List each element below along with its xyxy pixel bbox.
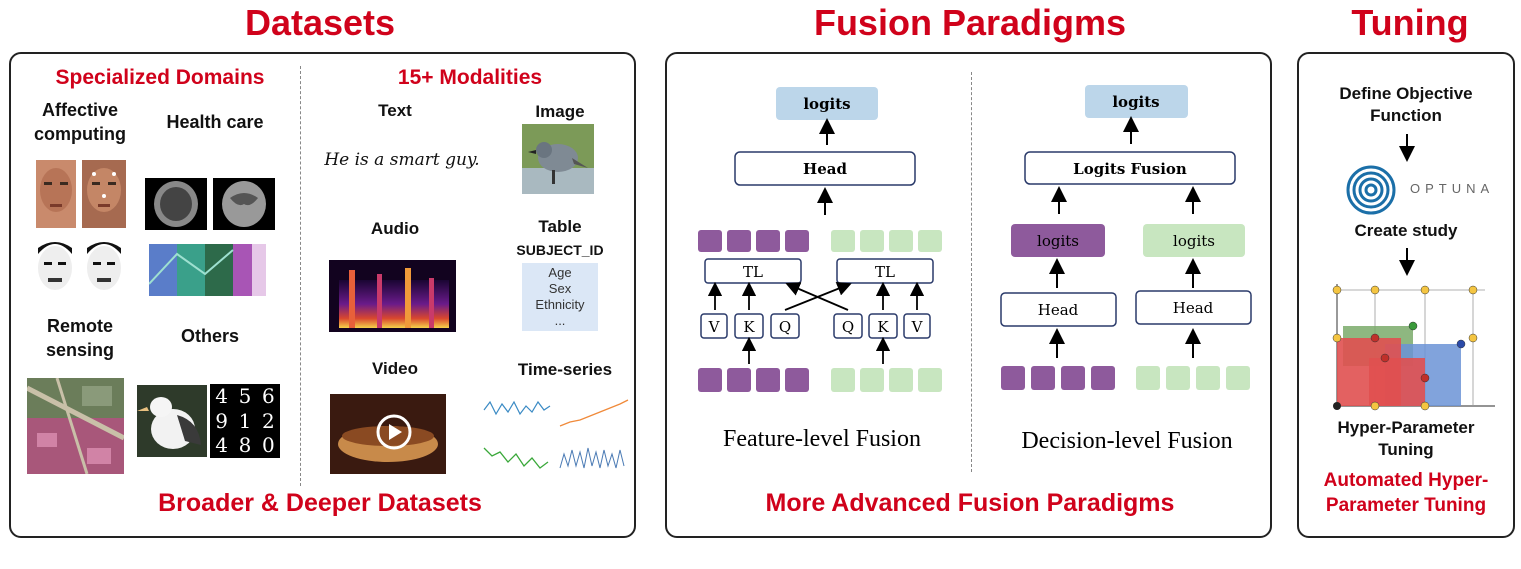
feature-head-text: Head	[803, 160, 847, 178]
decision-caption: Decision-level Fusion	[1021, 428, 1232, 454]
bird-photo-image	[137, 385, 207, 457]
q-text-left: Q	[779, 318, 791, 336]
q-box-right	[833, 313, 863, 339]
tl-text-left: TL	[743, 263, 763, 281]
mnist-digit: 0	[261, 433, 275, 458]
datasets-footer: Broader & Deeper Datasets	[158, 489, 482, 517]
image-modality-label: Image	[535, 102, 585, 121]
spectrogram-image	[329, 260, 456, 332]
modalities-label: 15+ Modalities	[397, 66, 543, 89]
text-example: He is a smart guy.	[324, 150, 480, 170]
face-images-top	[36, 160, 126, 228]
remote-sensing-image	[27, 378, 124, 474]
logits-fusion-text: Logits Fusion	[1073, 160, 1187, 178]
table-body: Age Sex Ethnicity ...	[522, 263, 598, 331]
datasets-title: Datasets	[244, 2, 396, 43]
hyperparameter-grid-plot	[1332, 284, 1495, 411]
decision-logits-right-text: logits	[1173, 232, 1215, 250]
fusion-footer: More Advanced Fusion Paradigms	[765, 489, 1175, 517]
fusion-panel	[665, 52, 1272, 538]
objective-line2: Function	[1370, 106, 1442, 125]
decision-logits-box	[1085, 85, 1188, 118]
decision-logits-left-text: logits	[1037, 232, 1079, 250]
k-text-left: K	[743, 318, 755, 336]
mnist-digit: 2	[261, 408, 275, 433]
v-box-right	[903, 313, 931, 339]
create-study-label: Create study	[1354, 221, 1458, 240]
table-row: Ethnicity	[535, 297, 585, 312]
audio-modality-label: Audio	[370, 219, 420, 238]
tuning-footer-line1: Automated Hyper-	[1323, 470, 1489, 491]
brain-scan-images	[145, 178, 275, 230]
tuning-footer-line2: Parameter Tuning	[1325, 495, 1487, 516]
affective-line1: Affective	[41, 100, 119, 120]
optuna-wordmark: OPTUNA	[1410, 181, 1495, 196]
hp-tuning-label: Hyper-Parameter Tuning	[1310, 417, 1502, 461]
mnist-digit: 1	[238, 408, 252, 433]
mnist-digit: 8	[238, 433, 252, 458]
decision-head-left-text: Head	[1038, 301, 1079, 319]
hp-line2: Tuning	[1378, 440, 1434, 459]
fusion-title: Fusion Paradigms	[813, 2, 1127, 43]
mnist-digit: 5	[238, 384, 252, 408]
feature-logits-box	[776, 87, 878, 120]
others-label: Others	[180, 326, 240, 346]
remote-line2: sensing	[45, 340, 115, 360]
table-row: Sex	[548, 281, 572, 296]
fusion-diagram: logits Head TL TL V K Q Q K V Feature-le…	[698, 85, 1252, 454]
datasets-divider	[300, 66, 301, 486]
mnist-digits-grid: 4 5 6 9 1 2 4 8 0	[210, 384, 280, 458]
define-objective-label: Define Objective Function	[1310, 83, 1502, 127]
mnist-digit: 4	[215, 433, 229, 458]
timeseries-modality-label: Time-series	[517, 360, 613, 379]
v-text-left: V	[708, 318, 721, 336]
table-header: SUBJECT_ID	[516, 242, 604, 258]
feature-logits-text: logits	[803, 95, 850, 113]
tuning-arrows	[1399, 134, 1415, 276]
decision-logits-right	[1143, 224, 1245, 257]
decision-head-right	[1135, 290, 1252, 325]
decision-logits-left	[1011, 224, 1105, 257]
tuning-panel	[1297, 52, 1515, 538]
decision-head-left	[1000, 292, 1117, 327]
objective-line1: Define Objective	[1339, 84, 1473, 103]
mnist-digit: 4	[215, 384, 229, 408]
v-box-left	[700, 313, 728, 339]
specialized-domains-label: Specialized Domains	[55, 66, 265, 89]
decision-logits-text: logits	[1112, 93, 1159, 111]
datasets-panel	[9, 52, 636, 538]
tl-text-right: TL	[875, 263, 895, 281]
face-images-bottom	[38, 242, 121, 290]
feature-head-box	[734, 151, 916, 186]
q-text-right: Q	[842, 318, 854, 336]
table-modality-label: Table	[538, 217, 582, 236]
video-modality-label: Video	[372, 359, 418, 378]
histology-images	[149, 244, 266, 296]
v-text-right: V	[911, 318, 924, 336]
tuning-footer: Automated Hyper- Parameter Tuning	[1300, 468, 1512, 518]
table-row: ...	[554, 313, 566, 328]
remote-sensing-label: Remote sensing	[20, 314, 140, 362]
logits-fusion-box	[1024, 151, 1236, 185]
k-text-right: K	[877, 318, 889, 336]
affective-line2: computing	[34, 124, 126, 144]
fusion-divider	[971, 72, 972, 472]
timeseries-plots	[480, 396, 632, 474]
decision-head-right-text: Head	[1173, 299, 1214, 317]
tuning-title: Tuning	[1351, 2, 1469, 43]
bird-image	[522, 124, 594, 194]
health-care-label: Health care	[166, 112, 264, 132]
mnist-digit: 6	[261, 384, 275, 408]
video-thumbnail[interactable]	[330, 394, 446, 474]
mnist-digit: 9	[215, 408, 229, 433]
optuna-logo-icon	[1346, 165, 1396, 215]
remote-line1: Remote	[46, 316, 113, 336]
table-row: Age	[548, 265, 572, 280]
feature-caption: Feature-level Fusion	[723, 426, 921, 452]
text-modality-label: Text	[378, 101, 412, 120]
affective-label: Affective computing	[20, 98, 140, 146]
hp-line1: Hyper-Parameter	[1337, 418, 1475, 437]
q-box-left	[770, 313, 800, 339]
